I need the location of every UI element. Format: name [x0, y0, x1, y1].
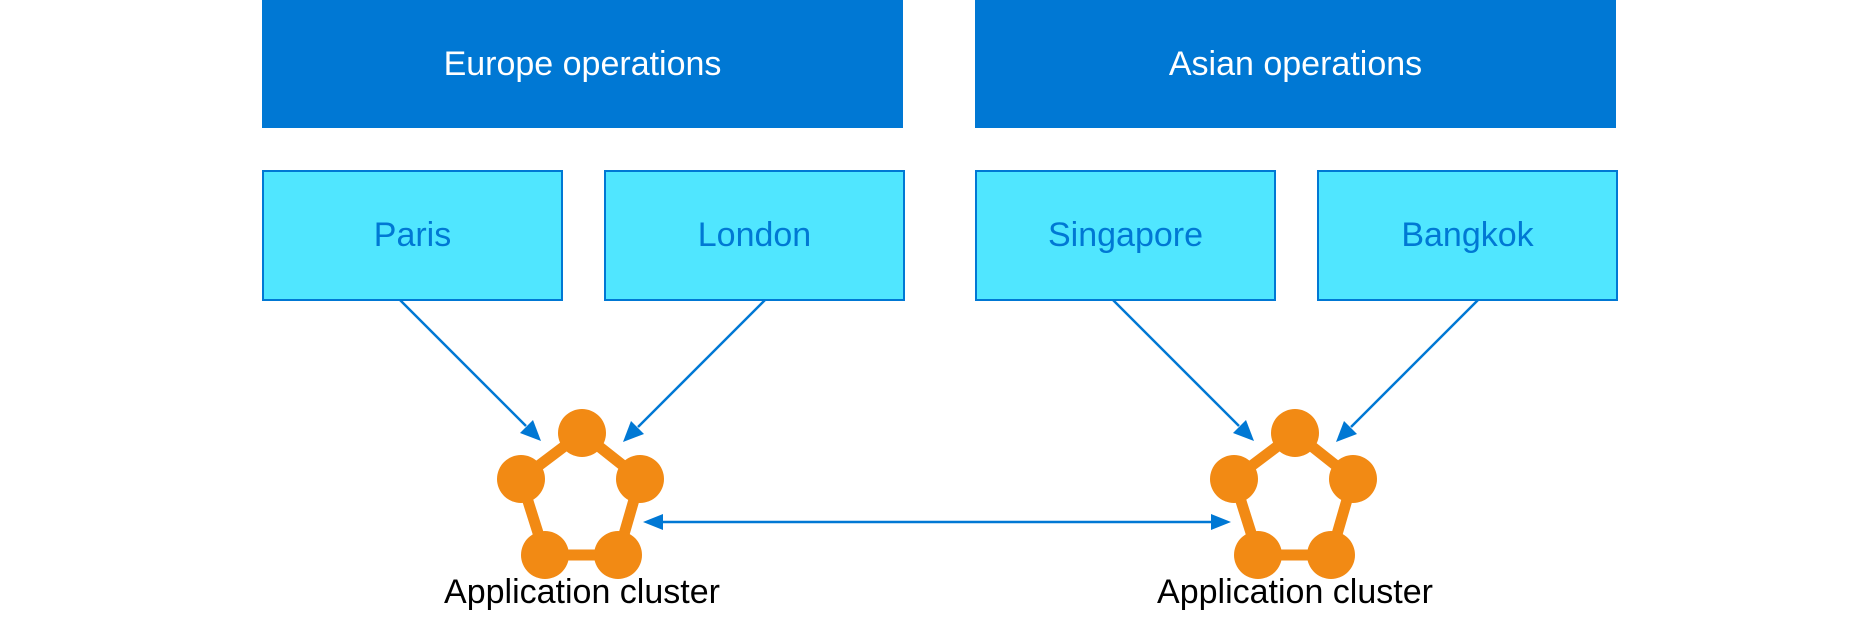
city-singapore-label: Singapore [1047, 216, 1203, 254]
city-paris-label: Paris [373, 216, 452, 254]
city-london: London [604, 170, 905, 301]
city-bangkok-label: Bangkok [1401, 216, 1534, 254]
city-bangkok: Bangkok [1317, 170, 1618, 301]
region-europe-label: Europe operations [443, 44, 722, 83]
city-london-label: London [697, 216, 812, 254]
city-singapore: Singapore [975, 170, 1276, 301]
region-asia-label: Asian operations [1168, 44, 1423, 83]
region-europe: Europe operations [262, 0, 903, 128]
application-cluster-icon [1210, 409, 1377, 579]
cluster-asia-label: Application cluster [1157, 573, 1433, 611]
arrow-bangkok-to-cluster [1336, 299, 1479, 442]
application-cluster-icon [497, 409, 664, 579]
region-asia: Asian operations [975, 0, 1616, 128]
arrow-cluster-to-cluster [643, 514, 1231, 530]
city-paris: Paris [262, 170, 563, 301]
cluster-europe-label: Application cluster [444, 573, 720, 611]
arrow-paris-to-cluster [399, 299, 541, 441]
arrow-london-to-cluster [623, 299, 766, 442]
arrow-singapore-to-cluster [1112, 299, 1254, 441]
